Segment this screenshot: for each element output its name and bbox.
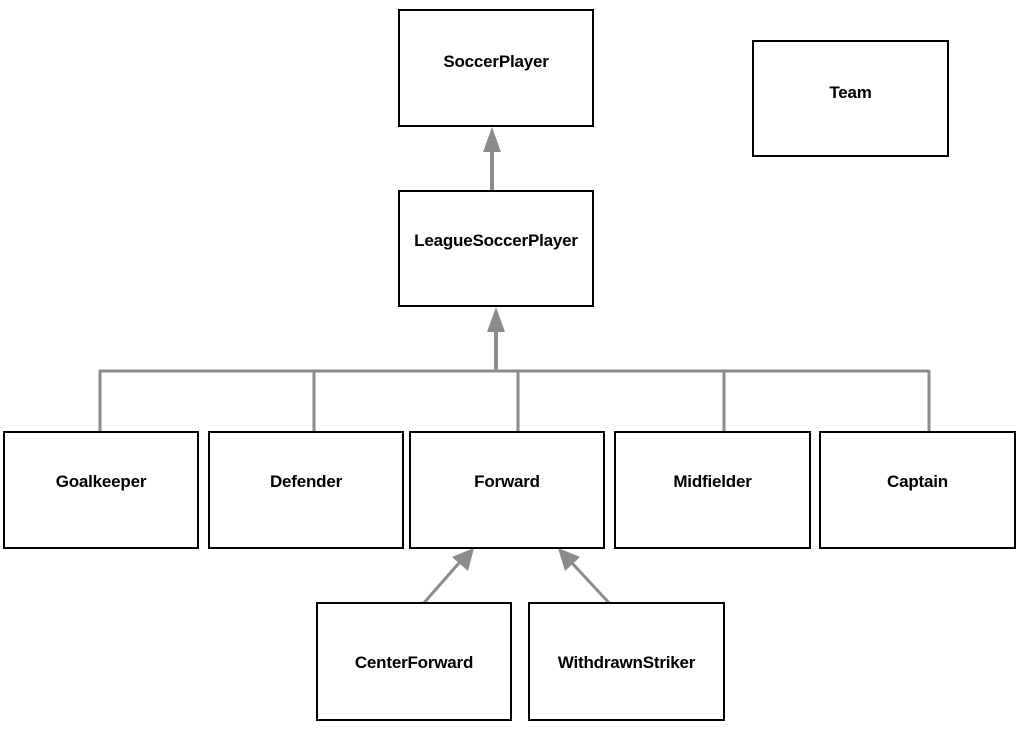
class-label-soccerplayer: SoccerPlayer [443, 52, 549, 71]
class-box-leaguesoccerplayer: LeagueSoccerPlayer [398, 190, 594, 307]
class-box-soccerplayer: SoccerPlayer [398, 9, 594, 127]
class-box-withdrawnstriker: WithdrawnStriker [528, 602, 725, 721]
class-box-captain: Captain [819, 431, 1016, 549]
class-label-defender: Defender [269, 472, 343, 491]
class-box-team: Team [752, 40, 949, 157]
class-label-leaguesoccerplayer: LeagueSoccerPlayer [414, 230, 578, 250]
class-label-midfielder: Midfielder [673, 472, 752, 491]
class-box-centerforward: CenterForward [316, 602, 512, 721]
arrowhead-soccerplayer [483, 127, 501, 152]
class-label-team: Team [829, 82, 872, 102]
arrowhead-league [487, 307, 505, 332]
class-box-defender: Defender [208, 431, 404, 549]
class-label-goalkeeper: Goalkeeper [55, 472, 147, 491]
class-box-goalkeeper: Goalkeeper [3, 431, 199, 549]
class-box-midfielder: Midfielder [614, 431, 811, 549]
edge-withdrawnstriker-to-forward [570, 561, 612, 606]
arrowhead-forward-right [558, 548, 580, 571]
class-label-captain: Captain [887, 472, 948, 491]
arrowhead-forward-left [452, 548, 474, 571]
edge-centerforward-to-forward [421, 562, 461, 605]
class-box-forward: Forward [409, 431, 605, 549]
class-label-withdrawnstriker: WithdrawnStriker [557, 652, 696, 672]
class-label-forward: Forward [474, 472, 540, 491]
class-label-centerforward: CenterForward [354, 652, 474, 672]
